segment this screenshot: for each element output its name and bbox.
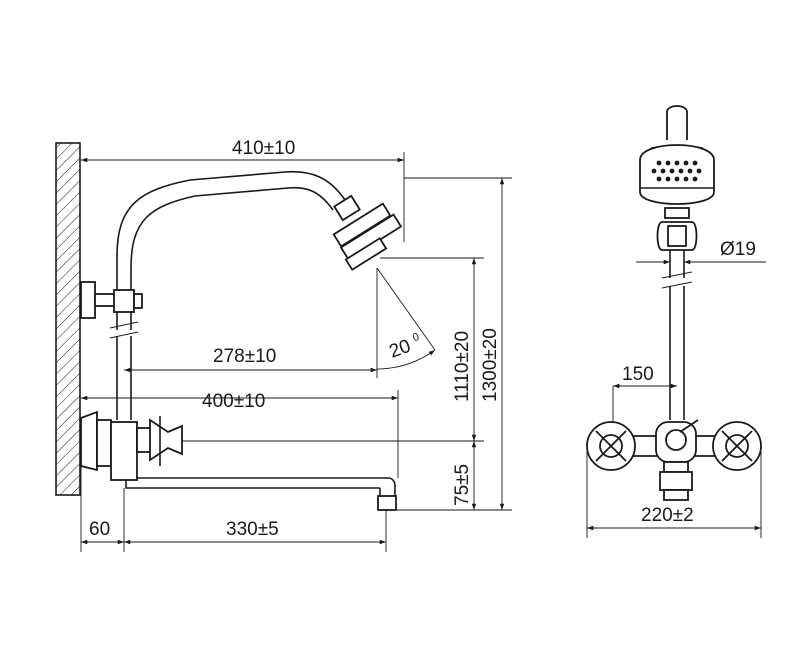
spray-hole bbox=[692, 176, 698, 182]
mixer-front bbox=[586, 419, 762, 501]
dim-spout-reach: 400±10 bbox=[202, 391, 265, 412]
spray-angle: 20 0 bbox=[376, 267, 436, 370]
spray-hole bbox=[656, 176, 662, 182]
spray-hole bbox=[674, 160, 680, 166]
shower-head bbox=[332, 194, 403, 271]
dim-spout-length: 330±5 bbox=[226, 519, 279, 540]
side-view: 410±10 278±10 400±10 60 330±5 20 0 bbox=[55, 138, 512, 552]
mixer-body bbox=[80, 410, 183, 481]
front-riser bbox=[661, 250, 693, 420]
spray-hole bbox=[687, 168, 693, 174]
spray-hole bbox=[678, 168, 684, 174]
dim-outlet-height: 75±5 bbox=[452, 464, 473, 506]
front-view: Ø19 150 220±2 bbox=[586, 105, 766, 538]
svg-text:20 0: 20 0 bbox=[386, 331, 424, 363]
shower-head-front bbox=[639, 144, 715, 219]
dim-arm-reach: 278±10 bbox=[213, 346, 276, 367]
spout bbox=[125, 477, 397, 511]
spray-hole bbox=[683, 160, 689, 166]
spray-hole bbox=[674, 176, 680, 182]
dim-height-total: 1300±20 bbox=[480, 328, 501, 402]
dim-pipe-diameter: Ø19 bbox=[720, 239, 756, 260]
wall-bracket bbox=[80, 281, 143, 319]
slider-holder bbox=[656, 221, 698, 251]
spray-hole bbox=[683, 176, 689, 182]
dim-top-width: 410±10 bbox=[232, 138, 295, 159]
angle-unit: 0 bbox=[411, 331, 421, 344]
spray-hole bbox=[692, 160, 698, 166]
spray-hole bbox=[660, 168, 666, 174]
riser-pipe bbox=[109, 255, 139, 420]
spray-hole bbox=[656, 160, 662, 166]
spray-hole bbox=[696, 168, 702, 174]
top-cap bbox=[666, 105, 688, 140]
spray-hole bbox=[665, 176, 671, 182]
spray-hole bbox=[665, 160, 671, 166]
shower-arm bbox=[116, 170, 346, 257]
spray-hole bbox=[651, 168, 657, 174]
dim-height-head: 1110±20 bbox=[452, 331, 473, 402]
spray-hole bbox=[669, 168, 675, 174]
angle-value: 20 bbox=[387, 336, 414, 363]
dim-overall-width: 220±2 bbox=[641, 505, 694, 526]
dim-wall-offset: 60 bbox=[89, 519, 110, 540]
dim-center-distance: 150 bbox=[622, 364, 654, 385]
spray-holes bbox=[651, 160, 702, 182]
wall-hatch bbox=[55, 142, 81, 496]
